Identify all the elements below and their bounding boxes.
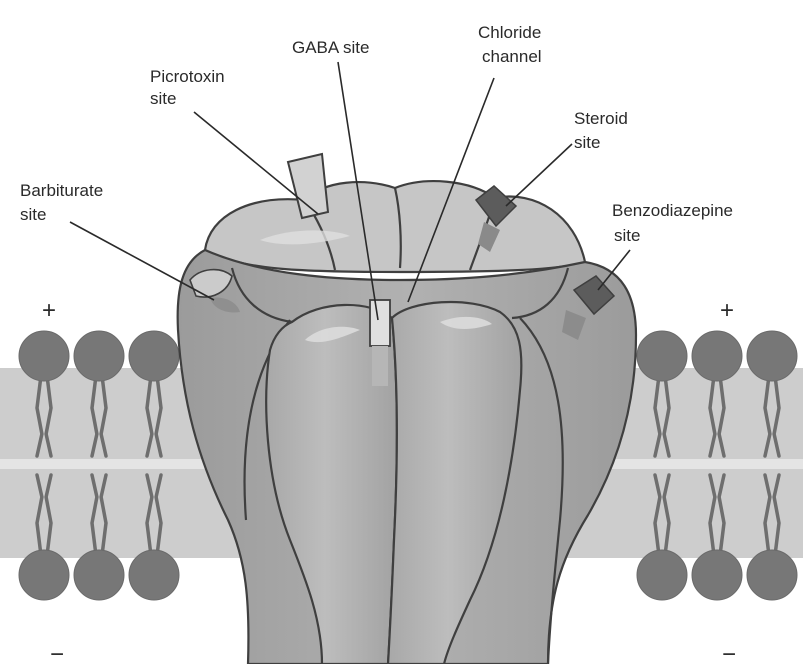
inside-charge-left: −	[50, 641, 64, 664]
lipid-head	[692, 331, 742, 381]
outside-charge-right: +	[720, 297, 734, 324]
outside-charge-left: +	[42, 297, 56, 324]
steroid-site-label-line1: Steroid	[574, 109, 628, 128]
barbiturate-site-label-line2: site	[20, 205, 46, 224]
lipid-head	[129, 331, 179, 381]
lipid-head	[19, 550, 69, 600]
lipid-head	[747, 331, 797, 381]
lipid-head	[692, 550, 742, 600]
gabaa-receptor-protein	[178, 154, 636, 664]
lipid-head	[74, 331, 124, 381]
receptor-top-dome	[205, 181, 585, 272]
leader-steroid	[506, 144, 572, 206]
inside-charge-right: −	[722, 641, 736, 664]
gaba-site-notch	[370, 300, 390, 346]
chloride-channel-label-line2: channel	[482, 47, 542, 66]
lipid-head	[74, 550, 124, 600]
lipid-head	[637, 331, 687, 381]
gaba-site-shadow	[372, 346, 388, 386]
lipid-head	[19, 331, 69, 381]
barbiturate-site-label-line1: Barbiturate	[20, 181, 103, 200]
picrotoxin-site-label-line1: Picrotoxin	[150, 67, 225, 86]
benzodiazepine-site-label-line2: site	[614, 226, 640, 245]
lipid-head	[637, 550, 687, 600]
gaba-site-label: GABA site	[292, 38, 369, 57]
lipid-head	[747, 550, 797, 600]
chloride-channel-label-line1: Chloride	[478, 23, 541, 42]
picrotoxin-site-label-line2: site	[150, 89, 176, 108]
benzodiazepine-site-label-line1: Benzodiazepine	[612, 201, 733, 220]
steroid-site-label-line2: site	[574, 133, 600, 152]
lipid-head	[129, 550, 179, 600]
